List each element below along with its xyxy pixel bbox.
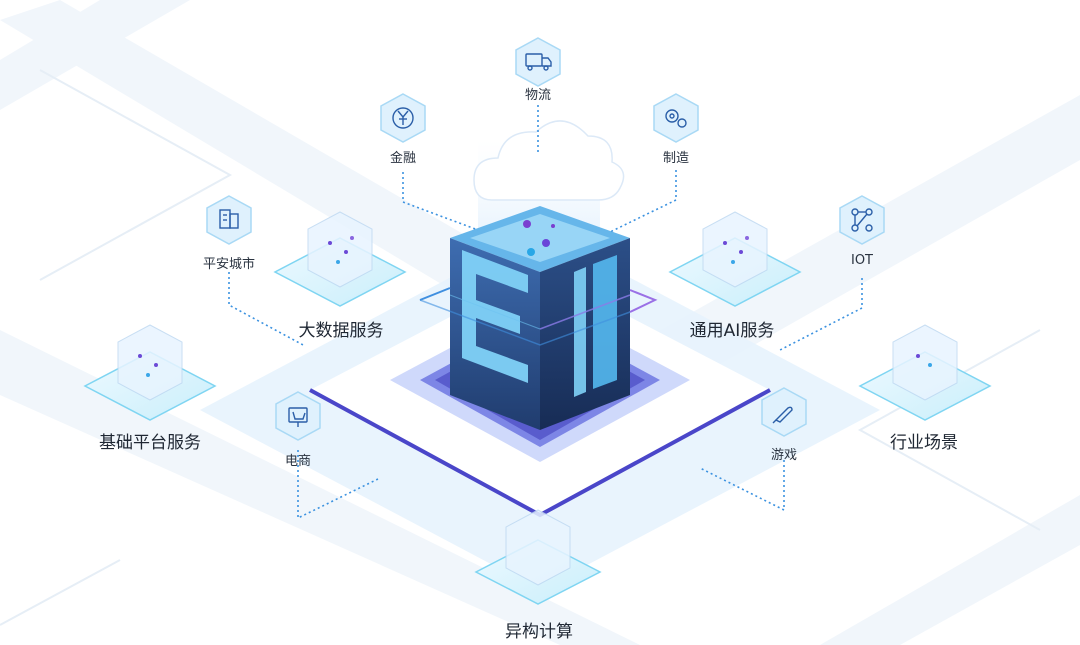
industry-label-ecommerce: 电商 [284, 454, 312, 469]
network-nodes-icon [851, 208, 873, 232]
service-label-base-platform: 基础平台服务 [99, 433, 201, 453]
orbit-ring [419, 287, 658, 346]
building-icon [219, 209, 239, 229]
service-label-heterogeneous-computing: 异构计算 [505, 622, 573, 642]
rocket-icon [772, 406, 793, 424]
industry-label-gaming: 游戏 [770, 448, 798, 463]
industry-label-finance: 金融 [389, 151, 417, 166]
tile-industry-scenes [858, 324, 992, 421]
service-label-big-data: 大数据服务 [298, 321, 384, 341]
service-label-industry-scenes: 行业场景 [890, 433, 958, 453]
cube-particles [523, 220, 555, 256]
industry-label-smart-city: 平安城市 [202, 257, 256, 272]
industry-label-manufacturing: 制造 [662, 151, 690, 166]
background-thin-lines [0, 69, 1041, 626]
shopping-cart-icon [288, 407, 308, 427]
tile-general-ai [668, 211, 802, 307]
gears-icon [665, 109, 687, 128]
yuan-coin-icon [392, 107, 414, 129]
service-label-general-ai: 通用AI服务 [689, 321, 775, 341]
tile-heterogeneous-computing [474, 509, 602, 605]
industry-label-iot: IOT [850, 253, 874, 268]
connectors [228, 105, 863, 520]
tile-big-data [273, 211, 407, 307]
ei-core-cube [449, 206, 631, 430]
industry-label-logistics: 物流 [524, 88, 552, 103]
tile-base-platform [83, 324, 217, 421]
truck-icon [525, 53, 552, 71]
